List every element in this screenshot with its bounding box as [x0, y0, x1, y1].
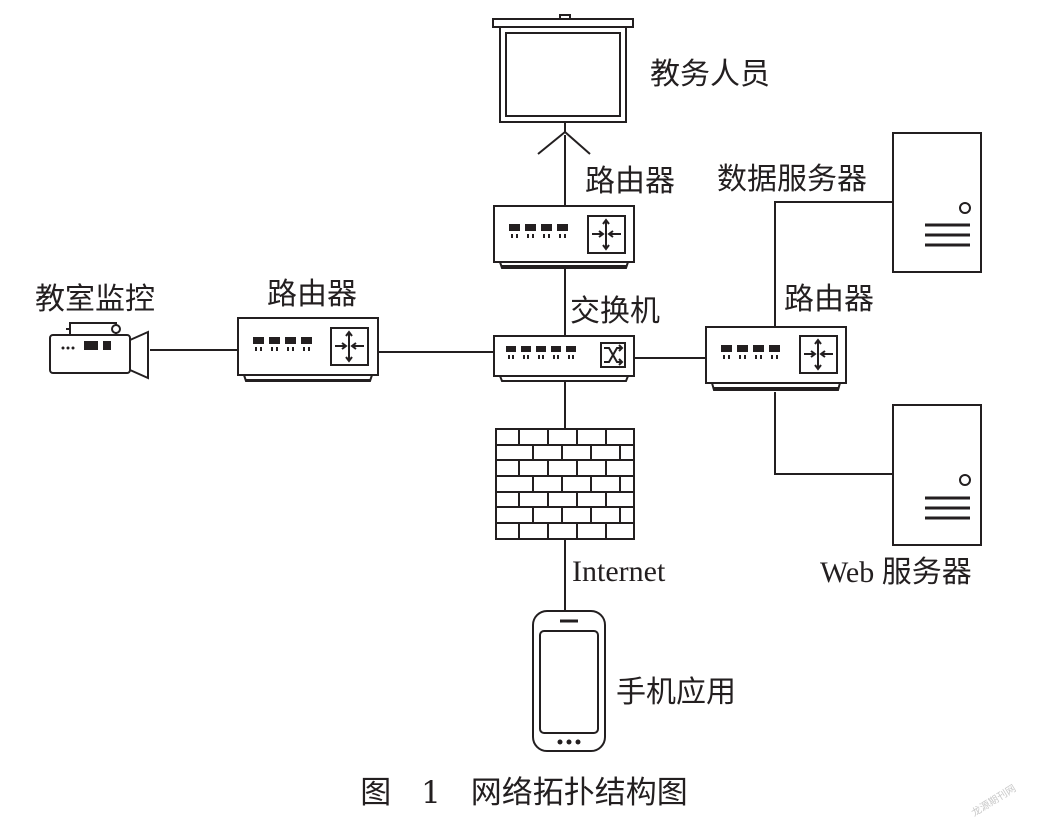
router-right-icon — [705, 326, 847, 391]
label-switch: 交换机 — [570, 294, 660, 329]
label-web-server: Web 服务器 — [820, 556, 972, 589]
link-router-right-web-server — [774, 392, 893, 475]
label-internet: Internet — [572, 555, 666, 588]
label-classroom-monitor: 教室监控 — [35, 282, 155, 317]
label-mobile-app: 手机应用 — [616, 675, 736, 710]
label-staff: 教务人员 — [650, 57, 770, 92]
data-server-icon — [892, 132, 982, 273]
link-router-right-db-server — [774, 201, 893, 327]
label-router-left: 路由器 — [267, 277, 357, 312]
figure-caption: 图 1 网络拓扑结构图 — [360, 775, 688, 811]
label-db-server: 数据服务器 — [717, 162, 867, 197]
label-router-right: 路由器 — [784, 282, 874, 317]
projector-screen-icon — [492, 14, 634, 155]
web-server-icon — [892, 404, 982, 546]
connection-lines — [150, 135, 893, 611]
switch-icon — [493, 335, 635, 382]
mobile-phone-icon — [532, 610, 606, 752]
firewall-icon — [495, 428, 635, 540]
router-top-icon — [493, 205, 635, 269]
router-left-icon — [237, 317, 379, 382]
label-router-top: 路由器 — [585, 164, 675, 199]
video-camera-icon — [49, 322, 149, 380]
